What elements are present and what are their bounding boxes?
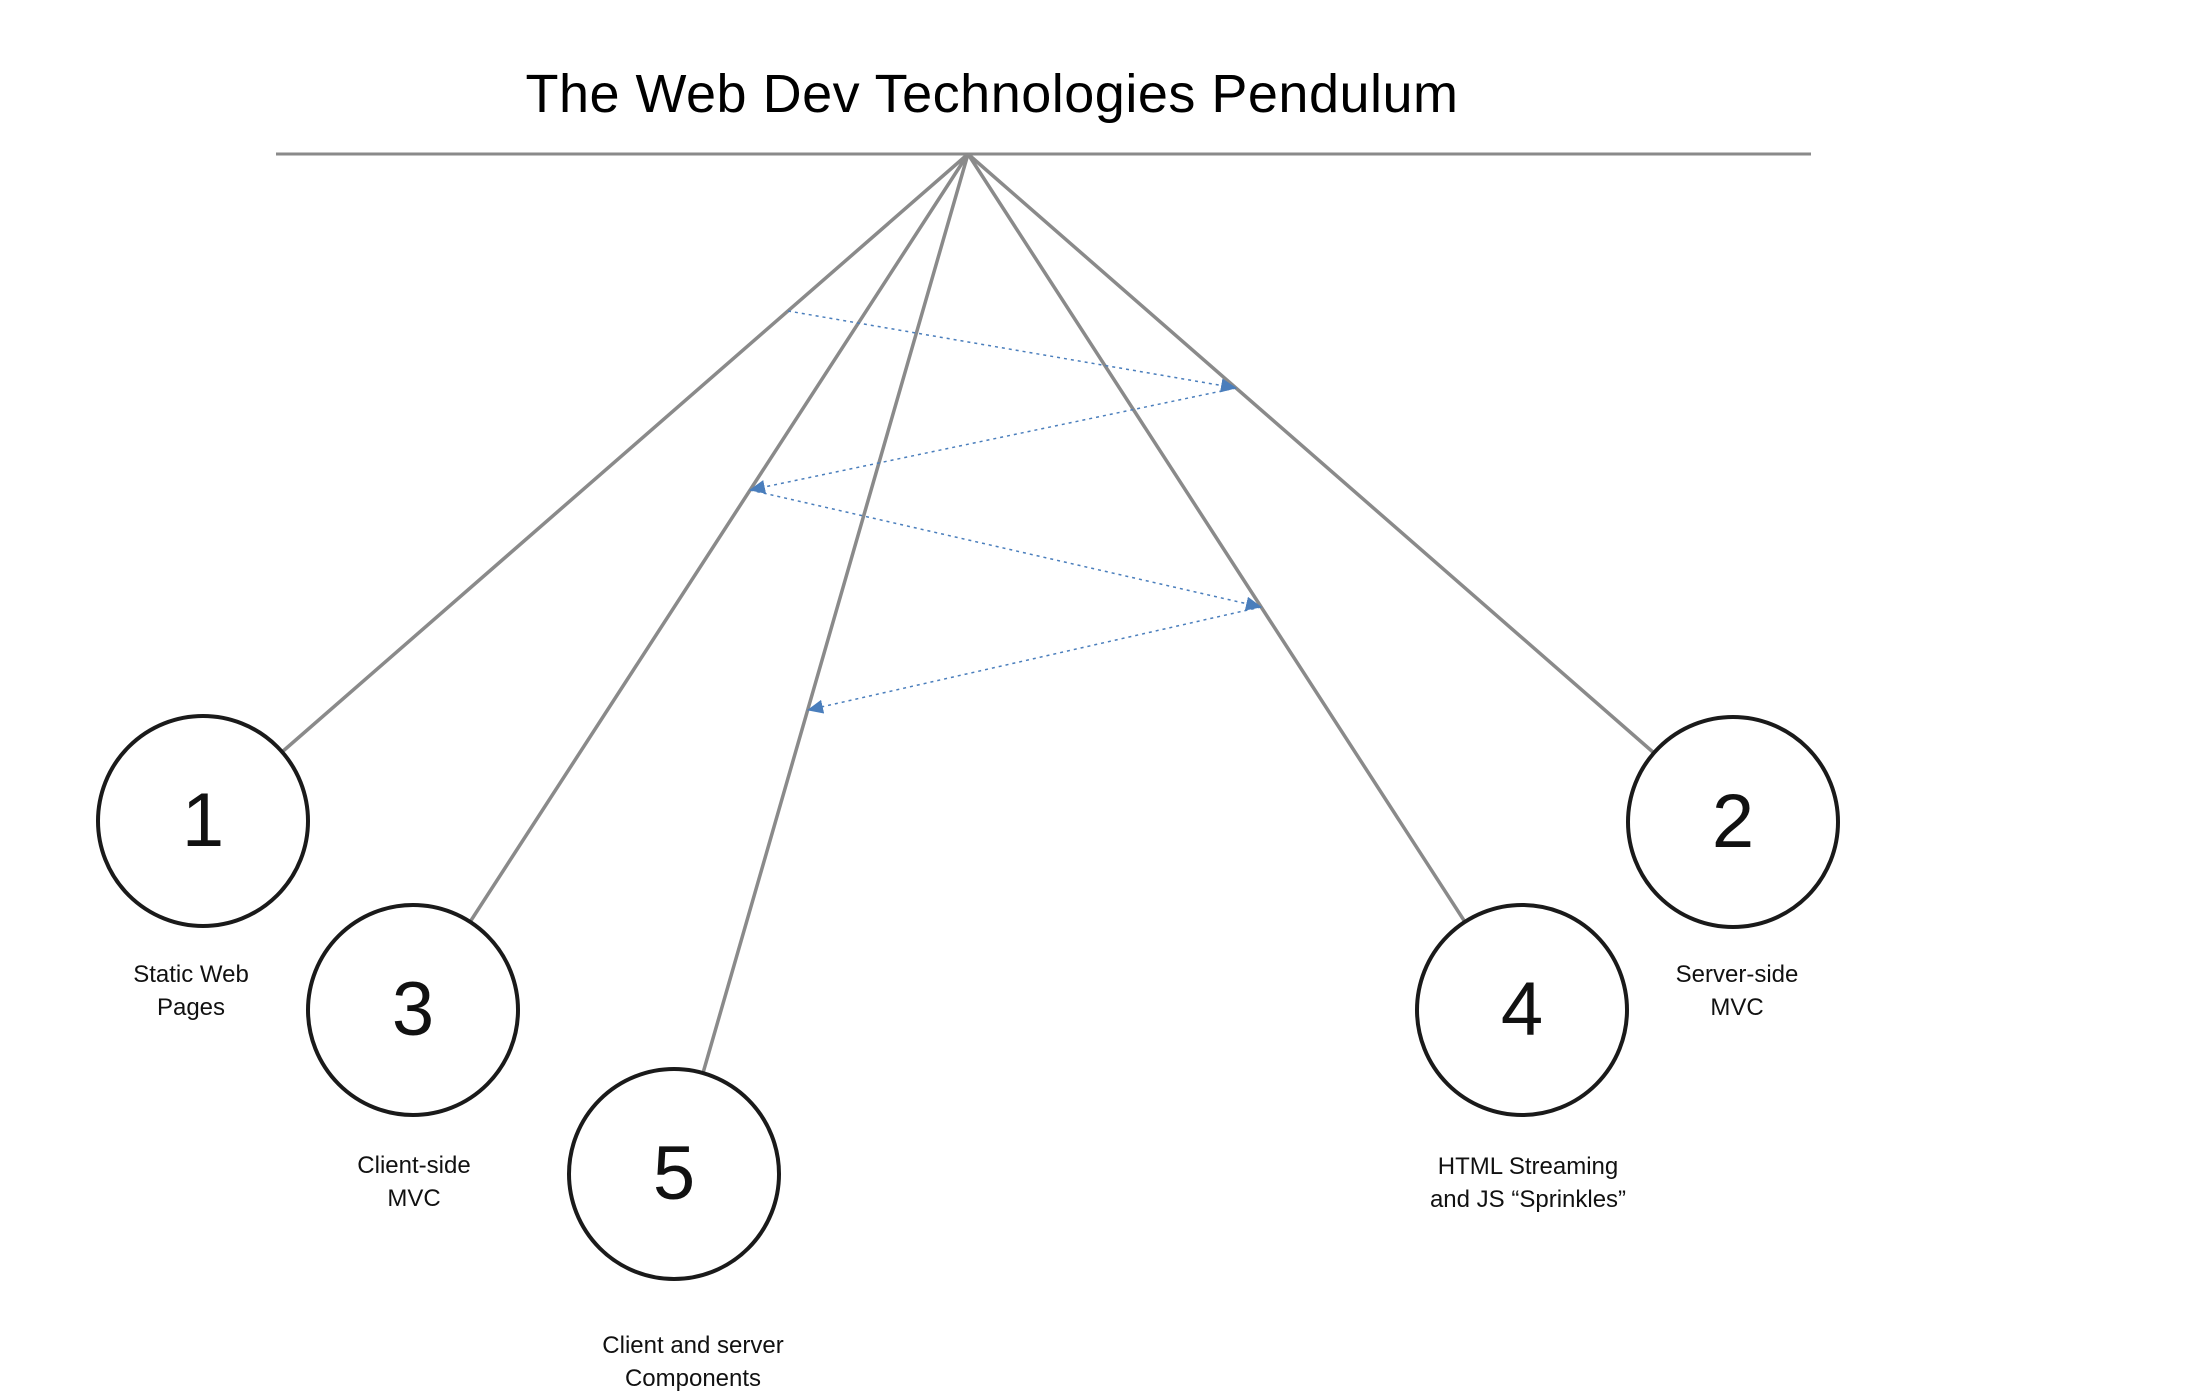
node-label-4-line-1: HTML Streaming	[1437, 1153, 1619, 1180]
node-circle-5	[567, 1067, 781, 1281]
node-circle-3	[306, 903, 520, 1117]
node-label-3: Client-side MVC	[357, 1149, 470, 1215]
node-label-4: HTML Streaming and JS “Sprinkles”	[1430, 1150, 1626, 1216]
node-number-2: 2	[1711, 779, 1755, 864]
swing-arrow-4-to-5	[807, 606, 1262, 714]
node-circle-4	[1415, 903, 1629, 1117]
pendulum-arm-3	[468, 153, 970, 923]
diagram-title: The Web Dev Technologies Pendulum	[525, 64, 1459, 124]
node-number-4: 4	[1500, 967, 1544, 1052]
node-circle-1	[96, 714, 310, 928]
swing-arrow-2-to-3	[749, 387, 1237, 494]
node-circle-2	[1626, 715, 1840, 929]
node-label-1-line-1: Static Web	[133, 961, 249, 988]
node-number-5: 5	[652, 1131, 696, 1216]
node-label-5: Client and server Components	[602, 1329, 783, 1394]
node-label-2-line-2: MVC	[1710, 994, 1764, 1021]
node-label-2-line-1: Server-side	[1675, 961, 1799, 988]
swing-arrow-1-to-2	[787, 310, 1237, 393]
pendulum-arm-4	[966, 153, 1467, 923]
pendulum-arm-1	[280, 152, 970, 754]
node-label-1-line-2: Pages	[156, 994, 226, 1021]
node-label-4-line-2: and JS “Sprinkles”	[1429, 1186, 1627, 1213]
swing-sequence-path	[749, 310, 1262, 714]
node-number-1: 1	[181, 778, 225, 863]
node-label-5-line-2: Components	[624, 1365, 762, 1392]
node-label-3-line-2: MVC	[387, 1185, 441, 1212]
node-label-5-line-1: Client and server	[602, 1332, 784, 1359]
node-label-1: Static Web Pages	[133, 958, 249, 1024]
swing-arrow-3-to-4	[749, 489, 1262, 611]
node-label-2: Server-side MVC	[1676, 958, 1799, 1024]
node-label-3-line-1: Client-side	[357, 1152, 471, 1179]
pendulum-arm-2	[966, 152, 1656, 755]
node-number-3: 3	[391, 967, 435, 1052]
pendulum-arm-5	[701, 153, 970, 1074]
